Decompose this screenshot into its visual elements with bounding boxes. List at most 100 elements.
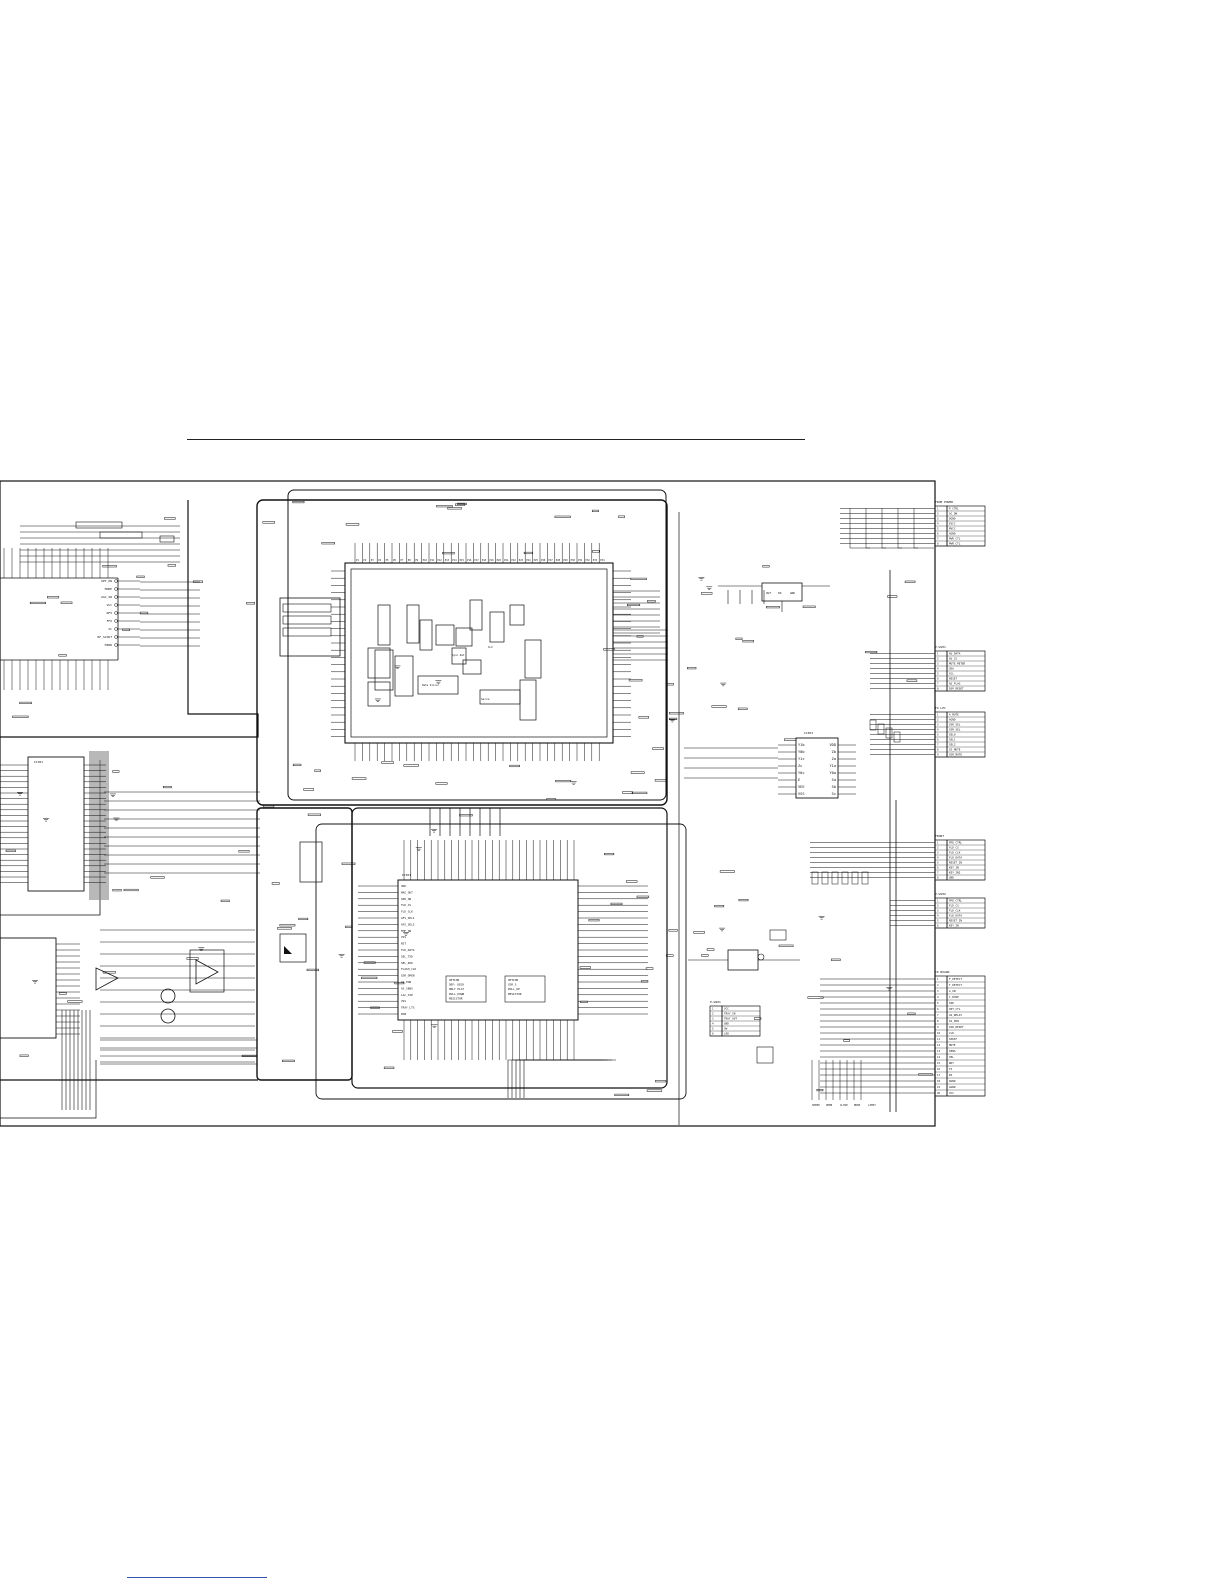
capacitor [861, 871, 869, 885]
mcu-pin-label: VSS [401, 999, 406, 1003]
wire [0, 760, 101, 916]
tiny-label-glyph [711, 705, 727, 708]
pin-number: P4 [378, 559, 381, 562]
tiny-label-glyph [631, 791, 648, 794]
tiny-label-glyph [706, 948, 715, 951]
tiny-label-glyph [831, 958, 841, 961]
servo-inner-outline [287, 489, 667, 801]
connector-pin-label: MVCC [949, 527, 956, 531]
wire [881, 508, 902, 549]
resistor [893, 731, 901, 743]
tiny-label-glyph [112, 889, 122, 892]
option-note: OPTION [508, 978, 518, 982]
mcu-pin-label: AS_POW [401, 980, 411, 984]
connector-pin-label: SEL [949, 1055, 954, 1059]
tiny-label-glyph [12, 715, 29, 718]
pin-number: 3 [937, 517, 939, 521]
pin-number: 5 [937, 919, 939, 923]
pin-number: 3 [937, 723, 939, 727]
wire [0, 1060, 97, 1119]
connector-pin-label: AGND [949, 718, 956, 722]
servo-block [462, 659, 482, 675]
servo-bus-outline [256, 499, 668, 806]
connector-pin-label: FLD_DATA [949, 856, 962, 860]
tiny-label-glyph [693, 931, 705, 934]
pin-number: P33 [593, 559, 598, 562]
tiny-label-glyph [546, 798, 556, 801]
pin-number: 15 [937, 1061, 941, 1065]
mcu-pin-label: AFS_SEL2 [401, 922, 415, 926]
pin-number: P14 [452, 559, 457, 562]
connector-pin-label: GND [949, 876, 954, 880]
tiny-label-glyph [220, 899, 230, 902]
servo-block [509, 604, 525, 626]
tiny-label-glyph [292, 763, 302, 766]
tiny-label-glyph [67, 1000, 83, 1003]
mux-pin-label: VDD [830, 743, 837, 747]
capacitor [841, 871, 849, 885]
tiny-label-glyph [246, 602, 255, 605]
regulator-label: IN [778, 591, 782, 595]
connector-pin-label: CDR_MUTE [949, 753, 962, 757]
connector-title: P-W401 [710, 1000, 721, 1004]
mux-pin-label: Y0c [798, 771, 805, 775]
tiny-label-glyph [641, 980, 649, 983]
connector-title: FROM POWER [935, 500, 953, 504]
pin-number: 7 [937, 1013, 939, 1017]
tiny-label-glyph [907, 1012, 916, 1015]
led [757, 953, 765, 961]
mcu-ic [397, 879, 579, 1021]
tiny-label-glyph [738, 899, 749, 902]
pin-number: 8 [937, 876, 939, 880]
pin-number: 8 [937, 1019, 939, 1023]
pin-number: 5 [712, 1027, 714, 1031]
pin-number: 20 [937, 1091, 941, 1095]
bottom-label: MODE [854, 1103, 861, 1107]
connector-pin-label: A_MUTE [949, 713, 959, 717]
pin-dot [114, 587, 118, 591]
tiny-label-glyph [645, 967, 654, 970]
pin-number: 5 [937, 672, 939, 676]
mcu-pin-label: POW [401, 1012, 406, 1016]
rf-amp-pin: FFO [107, 619, 113, 623]
connector-pin-label: EVCC [949, 522, 956, 526]
connector-pin-label: SW [724, 1027, 728, 1031]
tiny-label-glyph [262, 521, 275, 524]
tiny-label-glyph [618, 515, 625, 518]
mux-pin-label: Za [832, 757, 836, 761]
pin-number: P23 [519, 559, 524, 562]
servo-block-label: CLV [488, 645, 493, 649]
pin-number: P16 [467, 559, 472, 562]
pin-number: 2 [937, 512, 939, 516]
option-note: OPTION [449, 978, 459, 982]
tiny-label-glyph [282, 1059, 295, 1062]
tiny-label-glyph [192, 580, 203, 583]
tiny-label-glyph [591, 509, 599, 512]
connector-pin-label: FLD_DATA [949, 914, 962, 918]
connector-title: CD BOARD [935, 970, 950, 974]
tiny-label-glyph [807, 996, 824, 999]
connector-pin-label: OPT_CTL [949, 1007, 961, 1011]
tiny-label-glyph [298, 917, 309, 921]
pin-number: 3 [937, 662, 939, 666]
relay-block [279, 933, 307, 963]
resistor [869, 719, 877, 731]
pin-number: P28 [556, 559, 561, 562]
tiny-label-glyph [906, 679, 918, 682]
connector-pin-label: PWR_CTL [949, 537, 961, 541]
pin-number: P9 [415, 559, 418, 562]
pin-number: P25 [534, 559, 539, 562]
regulator-label: OUT [766, 591, 771, 595]
tiny-label-glyph [351, 777, 367, 780]
pin-number: 5 [937, 1001, 939, 1005]
tiny-label-glyph [5, 849, 16, 852]
option-note: DEF: DECK [449, 983, 464, 987]
tiny-label-glyph [669, 712, 684, 715]
option-note: RESISTOR [508, 992, 522, 996]
pin-number: 6 [937, 677, 939, 681]
connector-pin-label: CDR_RESET [949, 1025, 964, 1029]
mux-pin-label: Sa [832, 778, 836, 782]
tiny-label-glyph [19, 1054, 29, 1057]
